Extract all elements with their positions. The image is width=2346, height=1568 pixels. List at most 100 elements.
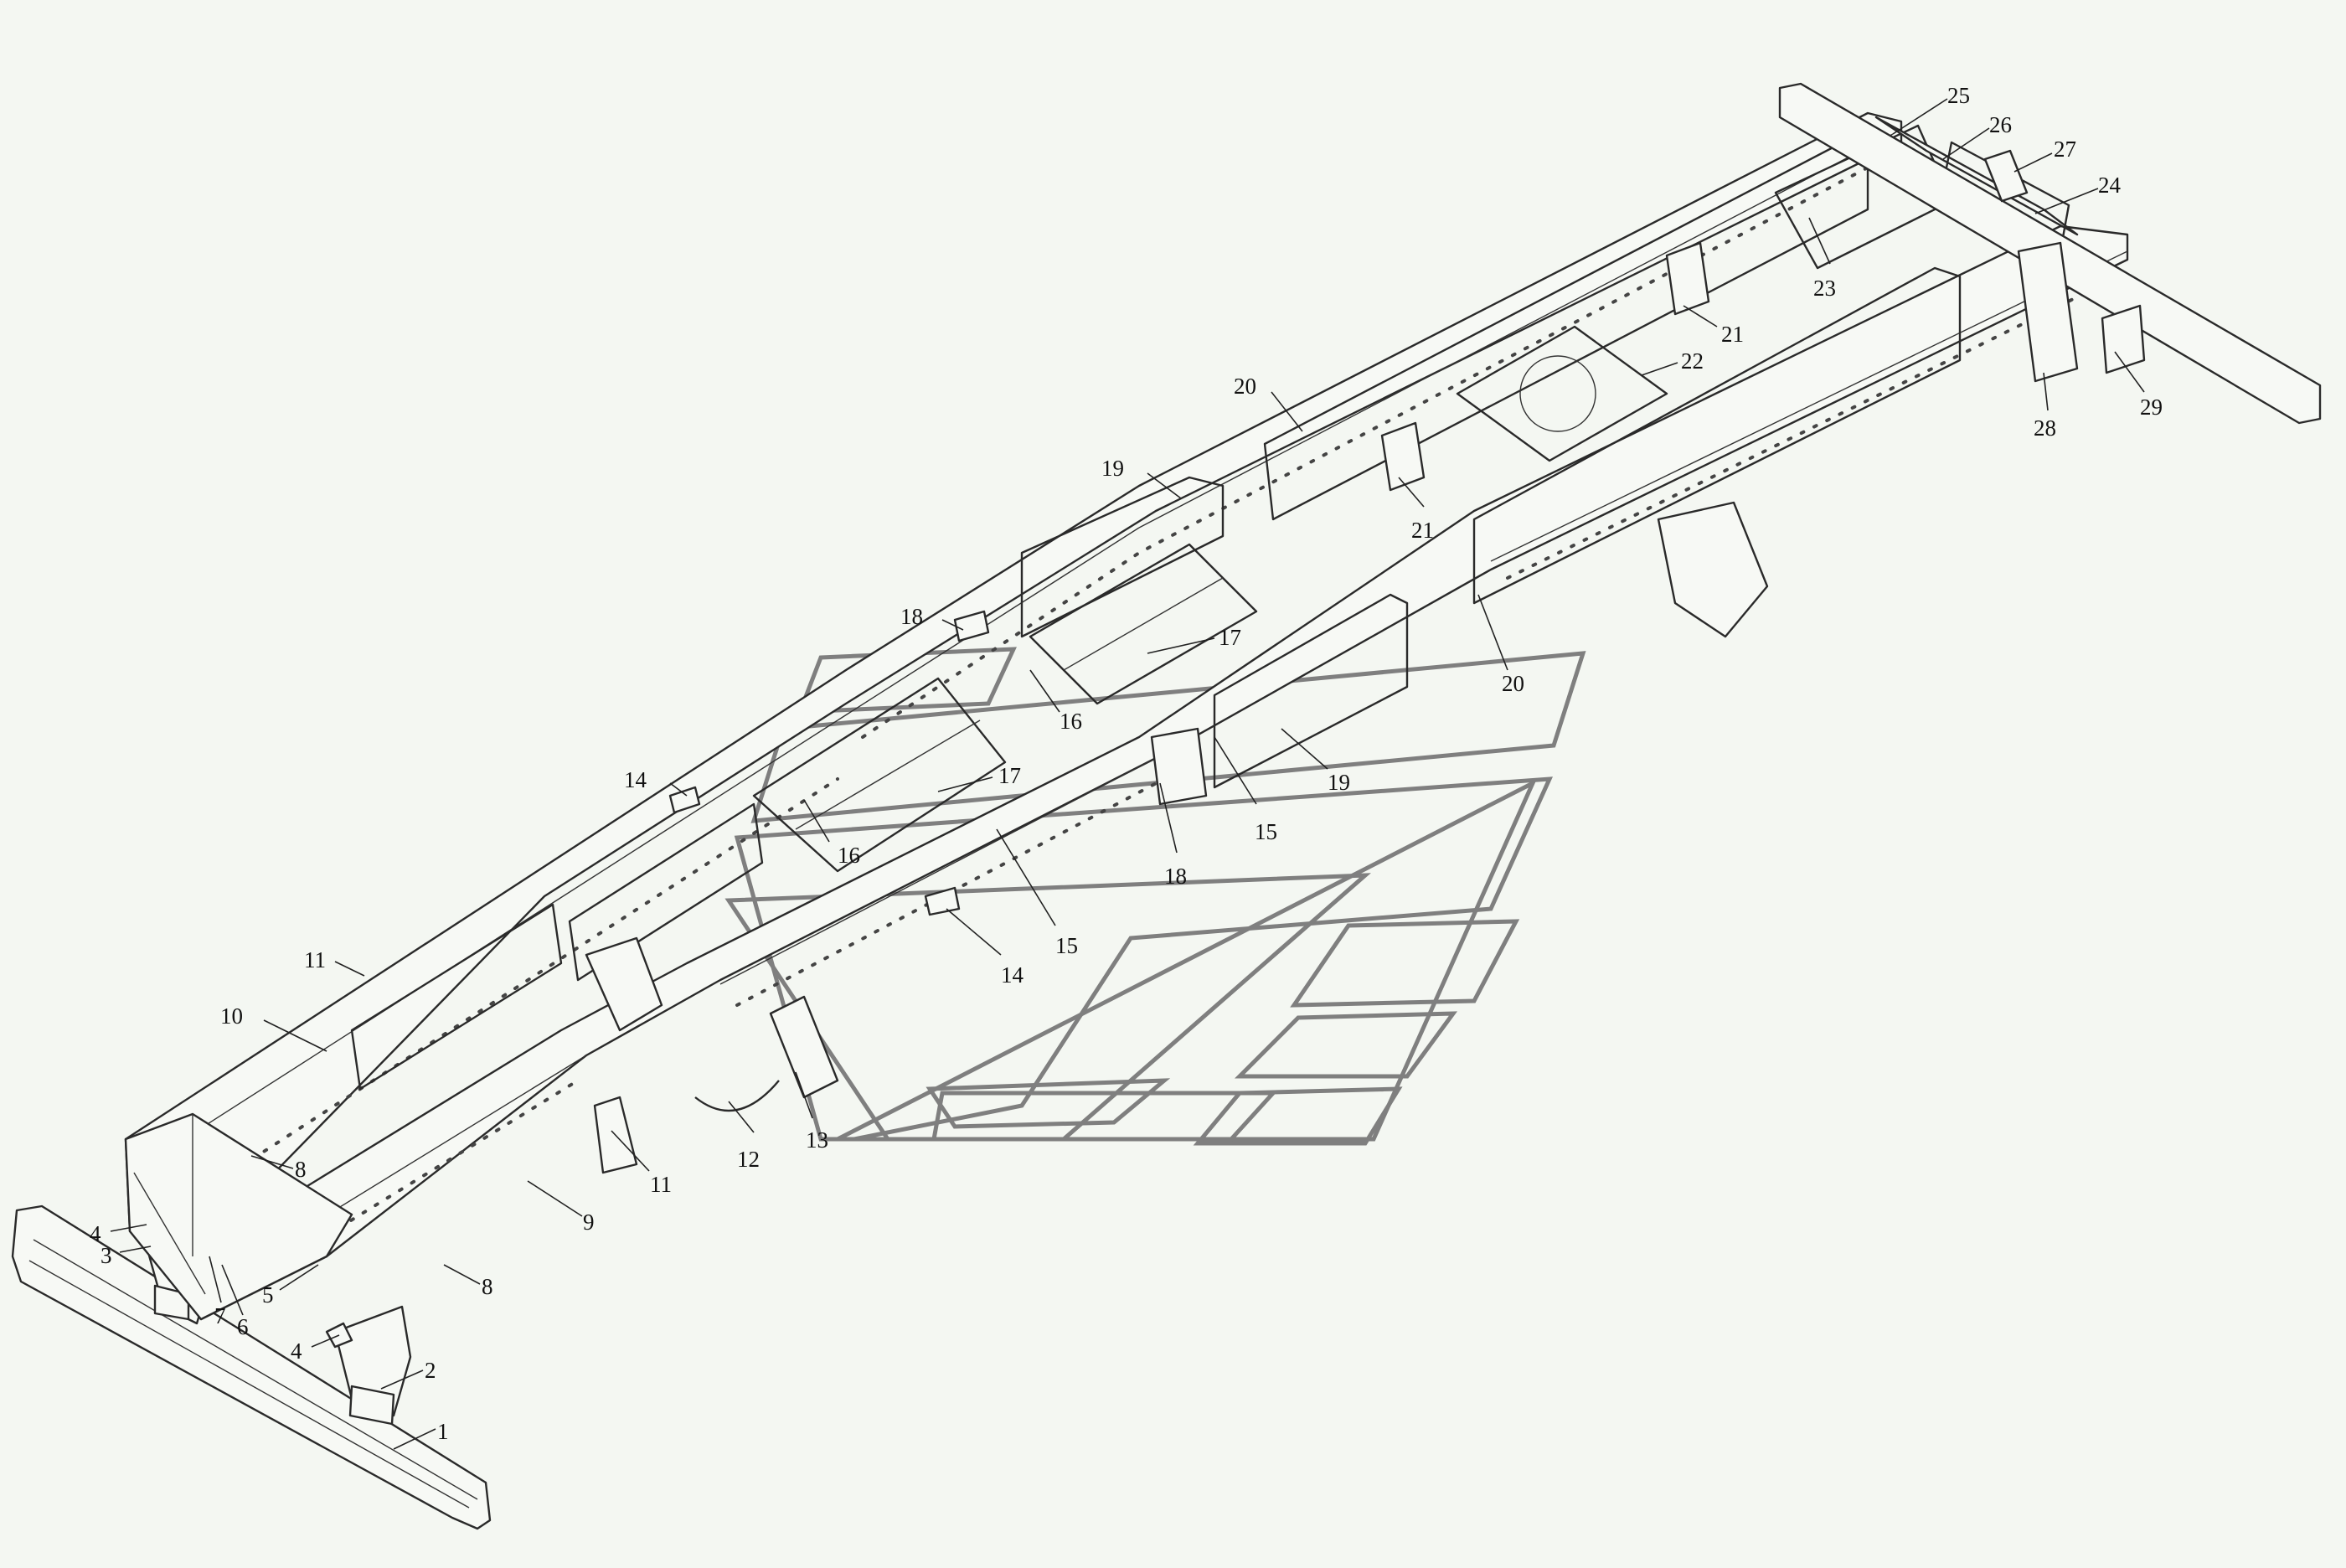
callout-label: 19	[1328, 770, 1350, 795]
rear-crossmember-21	[1380, 241, 1710, 492]
callout-3: 3	[101, 1243, 152, 1268]
callout-16-left: 16	[803, 799, 860, 868]
spring-hanger-mid	[694, 995, 839, 1112]
callout-label: 18	[900, 604, 923, 629]
center-crossmember-front	[752, 677, 1007, 873]
callout-24: 24	[2034, 173, 2122, 214]
rear-reinforcement-left-19	[1020, 476, 1225, 638]
callout-label: 16	[838, 843, 860, 868]
callout-label: 10	[220, 1003, 243, 1029]
callout-label: 17	[1219, 625, 1241, 650]
callout-label: 29	[2140, 395, 2163, 420]
cross-bracket-14	[668, 786, 961, 916]
callout-label: 21	[1411, 518, 1434, 543]
callouts: 1 2 3 4 4 5 6 7	[90, 83, 2163, 1450]
callout-11-top: 11	[304, 947, 365, 977]
callout-20-bottom: 20	[1477, 594, 1524, 696]
callout-label: 12	[737, 1147, 760, 1172]
spring-bracket-front-left	[585, 936, 663, 1032]
rear-leaf-spring-hanger	[1657, 501, 1769, 638]
rear-bracket-29	[2101, 304, 2146, 374]
callout-4-front: 4	[90, 1221, 147, 1246]
callout-label: 6	[237, 1314, 249, 1339]
callout-label: 18	[1164, 864, 1187, 889]
callout-9: 9	[527, 1180, 595, 1235]
rear-tow-bracket-27	[1983, 149, 2029, 203]
callout-label: 11	[304, 947, 326, 972]
watermark-logo	[724, 647, 1586, 1146]
callout-22: 22	[1641, 348, 1704, 376]
callout-14-right: 14	[946, 908, 1024, 988]
front-crossmember	[124, 1112, 353, 1321]
callout-label: 15	[1055, 933, 1078, 958]
callout-label: 15	[1255, 819, 1277, 844]
callout-10: 10	[220, 1003, 327, 1052]
callout-label: 2	[425, 1358, 436, 1383]
callout-26: 26	[1942, 112, 2012, 160]
callout-label: 22	[1681, 348, 1704, 374]
callout-label: 28	[2034, 415, 2056, 441]
cross-bracket-18	[953, 610, 990, 642]
spring-bracket-rear	[1150, 727, 1208, 806]
callout-label: 4	[291, 1338, 302, 1364]
callout-label: 1	[437, 1419, 449, 1444]
callout-18-top: 18	[900, 604, 964, 631]
callout-17-right: 17	[1147, 625, 1241, 654]
callout-label: 25	[1947, 83, 1970, 108]
callout-23: 23	[1808, 217, 1836, 301]
callout-19-top: 19	[1101, 456, 1182, 499]
callout-12: 12	[728, 1101, 760, 1172]
callout-label: 20	[1502, 671, 1524, 696]
callout-label: 17	[998, 763, 1021, 788]
callout-20-top: 20	[1234, 374, 1303, 432]
callout-8-front: 8	[250, 1155, 307, 1182]
rear-reinforcement-right-20	[1472, 266, 1962, 605]
rear-bracket-28	[2017, 241, 2079, 383]
callout-6: 6	[221, 1264, 249, 1339]
callout-label: 13	[806, 1127, 828, 1153]
callout-label: 4	[90, 1221, 101, 1246]
callout-label: 20	[1234, 374, 1256, 399]
frame-rail-right	[191, 224, 2129, 1321]
rear-reinforcement-left-20	[1263, 141, 1869, 521]
front-inner-reinforcement	[350, 802, 764, 1091]
callout-15-right: 15	[1214, 736, 1277, 844]
callout-16-right: 16	[1029, 669, 1082, 734]
callout-27: 27	[2013, 137, 2076, 173]
callout-28: 28	[2034, 372, 2056, 441]
callout-19-bottom: 19	[1281, 728, 1350, 795]
callout-1: 1	[393, 1419, 449, 1450]
callout-label: 27	[2054, 137, 2076, 162]
callout-label: 11	[650, 1172, 672, 1197]
callout-label: 24	[2098, 173, 2122, 198]
callout-label: 14	[624, 767, 647, 792]
callout-14-left: 14	[624, 767, 688, 797]
rear-reinforcement-right-19	[1213, 593, 1409, 789]
callout-21-right: 21	[1683, 305, 1744, 347]
callout-7: 7	[209, 1256, 226, 1328]
callout-label: 7	[214, 1303, 226, 1328]
callout-8-right: 8	[443, 1264, 493, 1299]
callout-29: 29	[2114, 351, 2163, 420]
callout-17-left: 17	[937, 763, 1021, 792]
callout-label: 3	[101, 1243, 112, 1268]
callout-21-left: 21	[1398, 477, 1434, 543]
callout-label: 8	[295, 1157, 307, 1182]
center-crossmember-rear	[1029, 543, 1258, 705]
callout-label: 26	[1989, 112, 2012, 137]
callout-label: 21	[1721, 322, 1744, 347]
callout-label: 9	[583, 1210, 595, 1235]
callout-label: 23	[1813, 276, 1836, 301]
callout-13: 13	[795, 1071, 828, 1153]
callout-18-bottom: 18	[1159, 782, 1187, 889]
callout-15-left: 15	[996, 828, 1078, 958]
callout-5: 5	[262, 1264, 319, 1308]
callout-label: 5	[262, 1282, 274, 1308]
callout-label: 16	[1060, 709, 1082, 734]
callout-2: 2	[380, 1358, 436, 1390]
callout-label: 8	[482, 1274, 493, 1299]
callout-25: 25	[1892, 83, 1970, 135]
callout-label: 14	[1001, 962, 1024, 988]
callout-4-rear: 4	[291, 1334, 340, 1364]
